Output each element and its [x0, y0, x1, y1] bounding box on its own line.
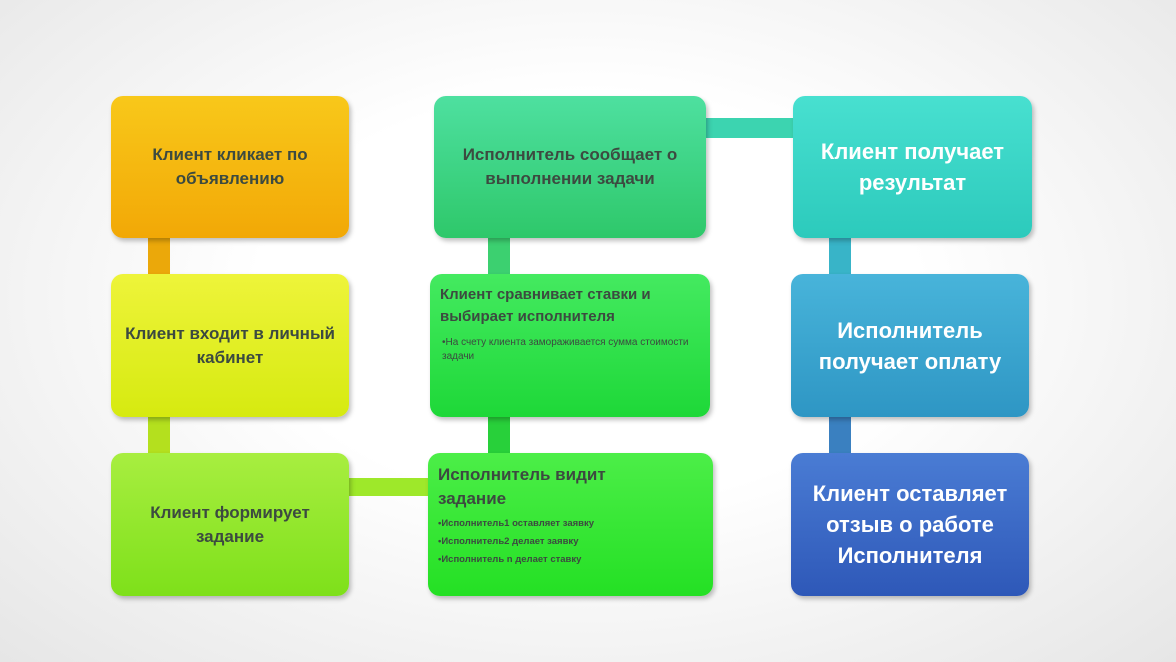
step-client-leaves-review: Клиент оставляет отзыв о работе Исполнит…	[791, 453, 1029, 596]
connector-2-3	[148, 415, 170, 455]
step-client-enters-account: Клиент входит в личный кабинет	[111, 274, 349, 417]
connector-4-7	[704, 118, 796, 138]
bullet: •Исполнитель1 оставляет заявку	[438, 518, 595, 529]
step-client-compares-bids: Клиент сравнивает ставки и выбирает испо…	[430, 274, 710, 417]
step-client-clicks-ad: Клиент кликает по объявлению	[111, 96, 349, 238]
connector-3-6	[347, 478, 431, 496]
connector-6-5	[488, 415, 510, 455]
bullet: •Исполнитель2 делает заявку	[438, 536, 579, 547]
connector-7-8	[829, 236, 851, 276]
step-executor-gets-paid: Исполнитель получает оплату	[791, 274, 1029, 417]
step-executor-reports-done: Исполнитель сообщает о выполнении задачи	[434, 96, 706, 238]
connector-8-9	[829, 415, 851, 455]
bullet: •На счету клиента замораживается сумма с…	[442, 337, 689, 362]
connector-1-2	[148, 236, 170, 276]
connector-5-4	[488, 236, 510, 276]
step-executor-sees-task: Исполнитель видит задание •Исполнитель1 …	[428, 453, 713, 596]
bullet: •Исполнитель n делает ставку	[438, 554, 582, 565]
step-client-gets-result: Клиент получает результат	[793, 96, 1032, 238]
step-client-creates-task: Клиент формирует задание	[111, 453, 349, 596]
